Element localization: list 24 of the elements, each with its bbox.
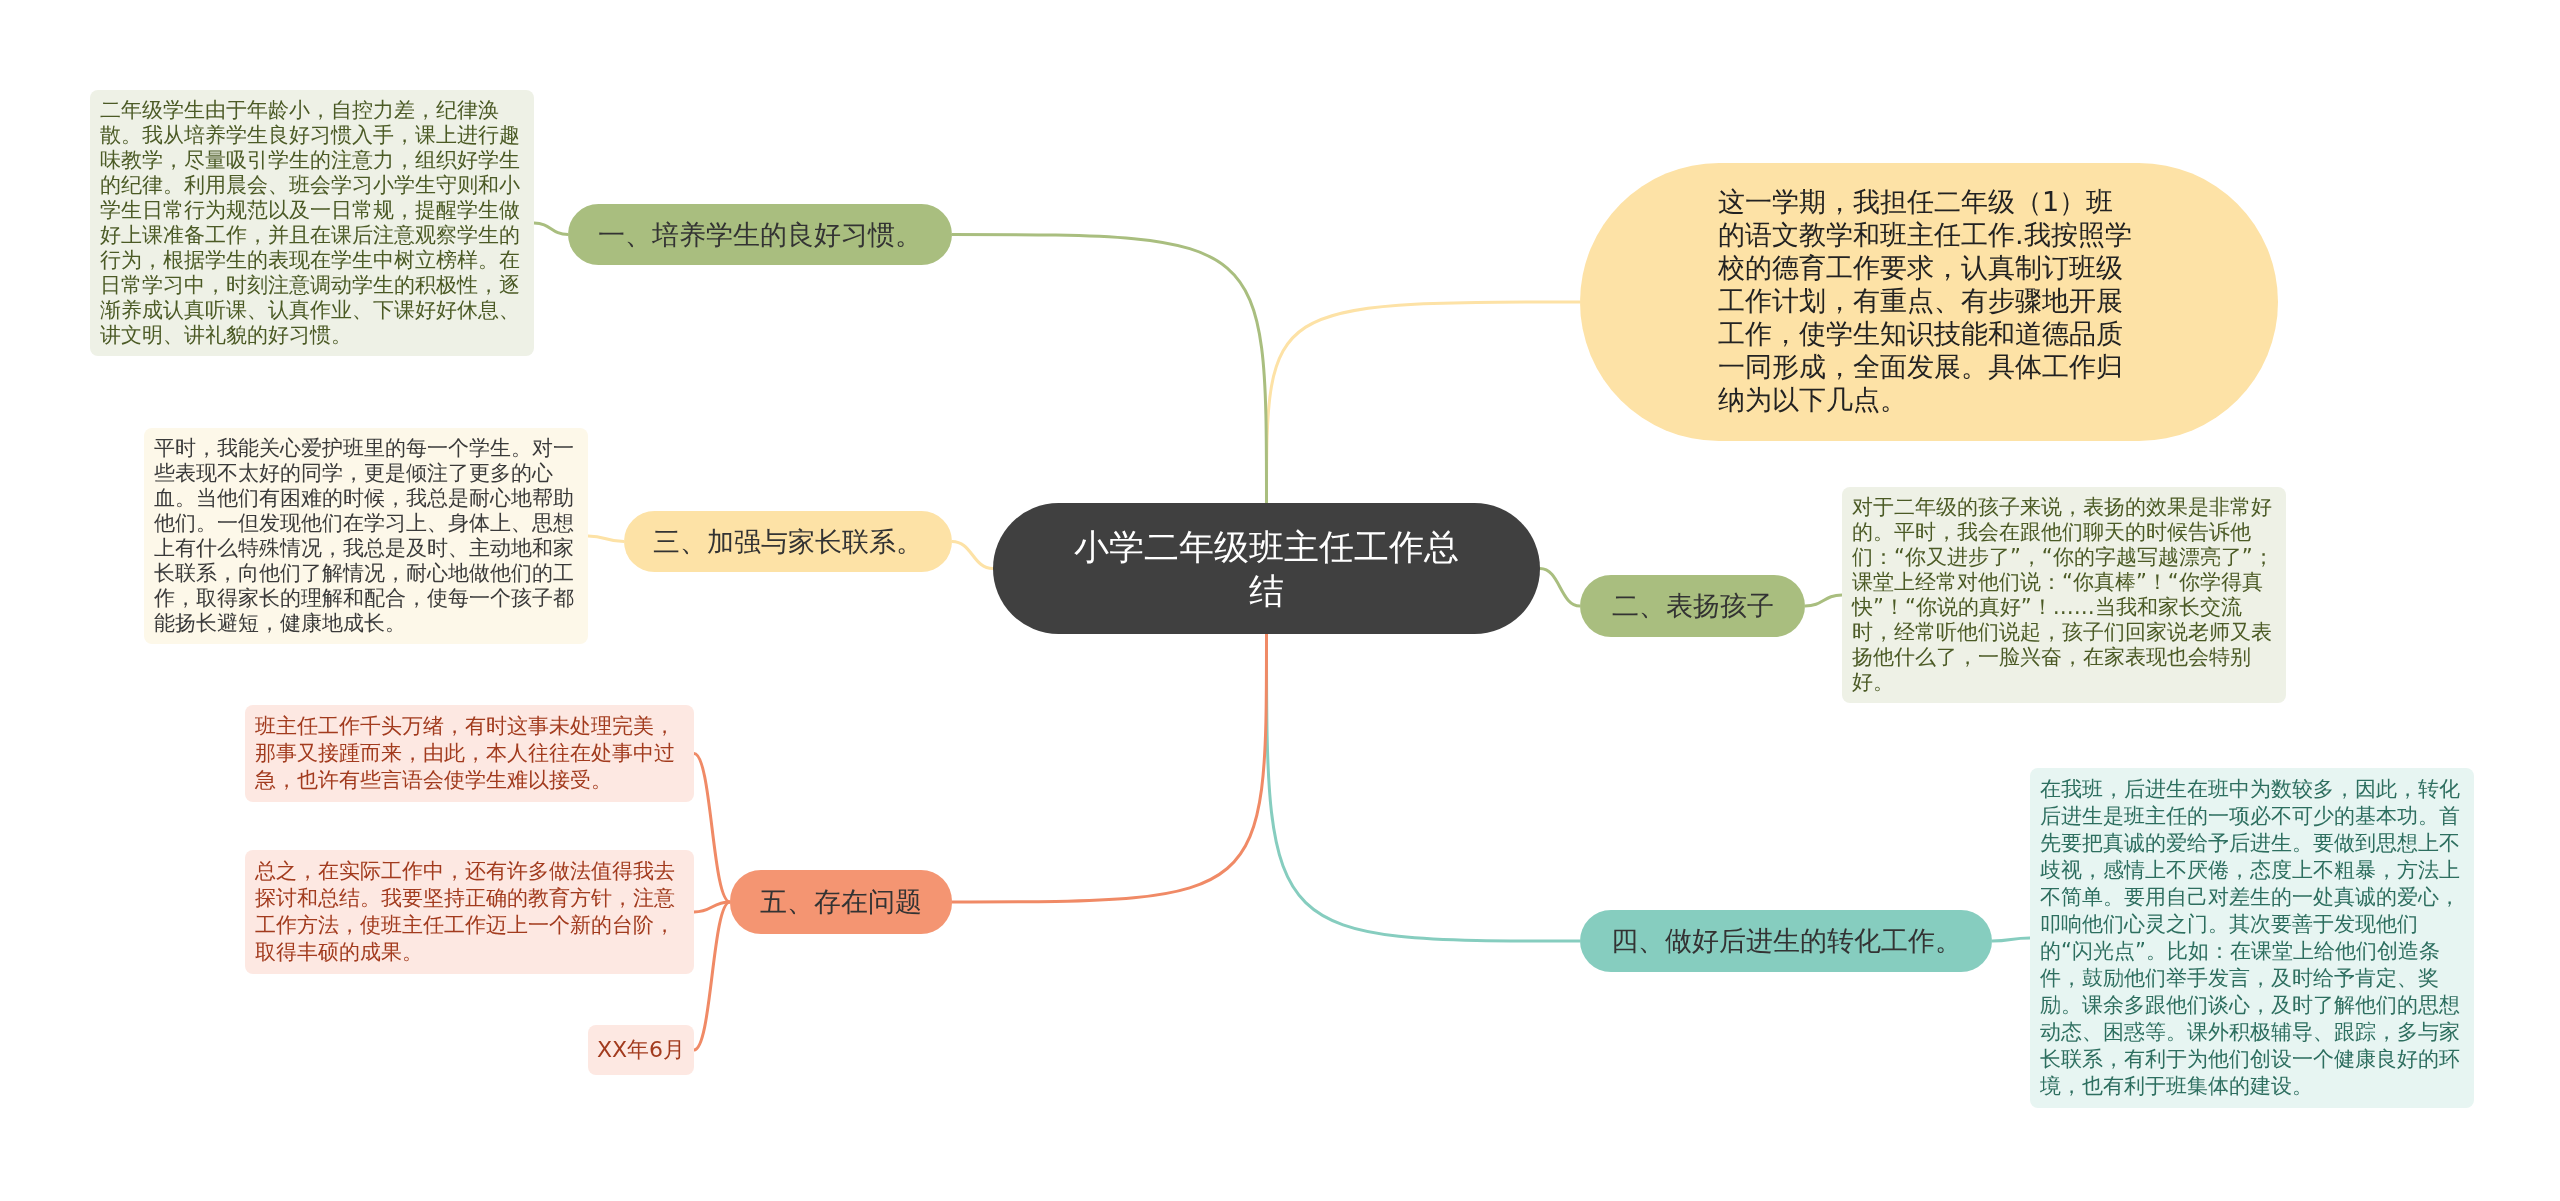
central-topic: 小学二年级班主任工作总结 — [993, 503, 1540, 634]
connector-line — [1804, 593, 1843, 608]
note-card: 班主任工作千头万绪，有时这事未处理完美，那事又接踵而来，由此，本人往往在处事中过急，也许有些言语会使学生难以接受。 — [245, 705, 694, 802]
date-tag: XX年6月 — [588, 1025, 694, 1075]
note-card: 总之，在实际工作中，还有许多做法值得我去探讨和总结。我要坚持正确的教育方针，注意工作方法，使班主任工作迈上一个新的台阶，取得丰硕的成果。 — [245, 850, 694, 974]
connector-line — [693, 752, 731, 904]
branch-topic: 二、表扬孩子 — [1580, 575, 1805, 637]
connector-line — [533, 221, 569, 236]
branch-topic: 一、培养学生的良好习惯。 — [568, 204, 952, 265]
intro-bubble: 这一学期，我担任二年级（1）班的语文教学和班主任工作.我按照学校的德育工作要求，认真制订班级工作计划，有重点、有步骤地开展工作，使学生知识技能和道德品质一同形成，全面发展。具体工作归纳为以下几点。 — [1580, 163, 2278, 441]
connector-line — [952, 233, 1268, 503]
note-card: 二年级学生由于年龄小，自控力差，纪律涣散。我从培养学生良好习惯入手，课上进行趣味教学，尽量吸引学生的注意力，组织好学生的纪律。利用晨会、班会学习小学生守则和小学生日常行为规范以及一日常规，提醒学生做好上课准备工作，并且在课后注意观察学生的行为，根据学生的表现在学生中树立榜样。在日常学习中，时刻注意调动学生的积极性，逐渐养成认真听课、认真作业、下课好好休息、讲文明、讲礼貌的好习惯。 — [90, 90, 534, 356]
branch-topic: 四、做好后进生的转化工作。 — [1580, 910, 1992, 972]
branch-topic: 五、存在问题 — [730, 870, 952, 934]
branch-topic: 三、加强与家长联系。 — [624, 511, 952, 572]
note-card: 平时，我能关心爱护班里的每一个学生。对一些表现不太好的同学，更是倾注了更多的心血。当他们有困难的时候，我总是耐心地帮助他们。一但发现他们在学习上、身体上、思想上有什么特殊情况，我总是及时、主动地和家长联系，向他们了解情况，耐心地做他们的工作，取得家长的理解和配合，使每一个孩子都能扬长避短，健康地成长。 — [144, 428, 588, 644]
connector-line — [693, 900, 731, 1052]
connector-line — [1539, 567, 1581, 608]
connector-line — [952, 634, 1268, 904]
connector-line — [587, 534, 625, 543]
connector-line — [951, 540, 994, 570]
connector-line — [1991, 936, 2031, 943]
note-card: 对于二年级的孩子来说，表扬的效果是非常好的。平时，我会在跟他们聊天的时候告诉他们：“你又进步了”，“你的字越写越漂亮了”；课堂上经常对他们说：“你真棒”！“你学得真快”！“你说的真好”！……当我和家长交流时，经常听他们说起，孩子们回家说老师又表扬他什么了，一脸兴奋，在家表现也会特别好。 — [1842, 487, 2286, 703]
note-card: 在我班，后进生在班中为数较多，因此，转化后进生是班主任的一项必不可少的基本功。首先要把真诚的爱给予后进生。要做到思想上不歧视，感情上不厌倦，态度上不粗暴，方法上不简单。要用自己对差生的一处真诚的爱心，叩响他们心灵之门。其次要善于发现他们的“闪光点”。比如：在课堂上给他们创造条件，鼓励他们举手发言，及时给予肯定、奖励。课余多跟他们谈心，及时了解他们的思想动态、困惑等。课外积极辅导、跟踪，多与家长联系，有利于为他们创设一个健康良好的环境，也有利于班集体的建设。 — [2030, 768, 2474, 1108]
